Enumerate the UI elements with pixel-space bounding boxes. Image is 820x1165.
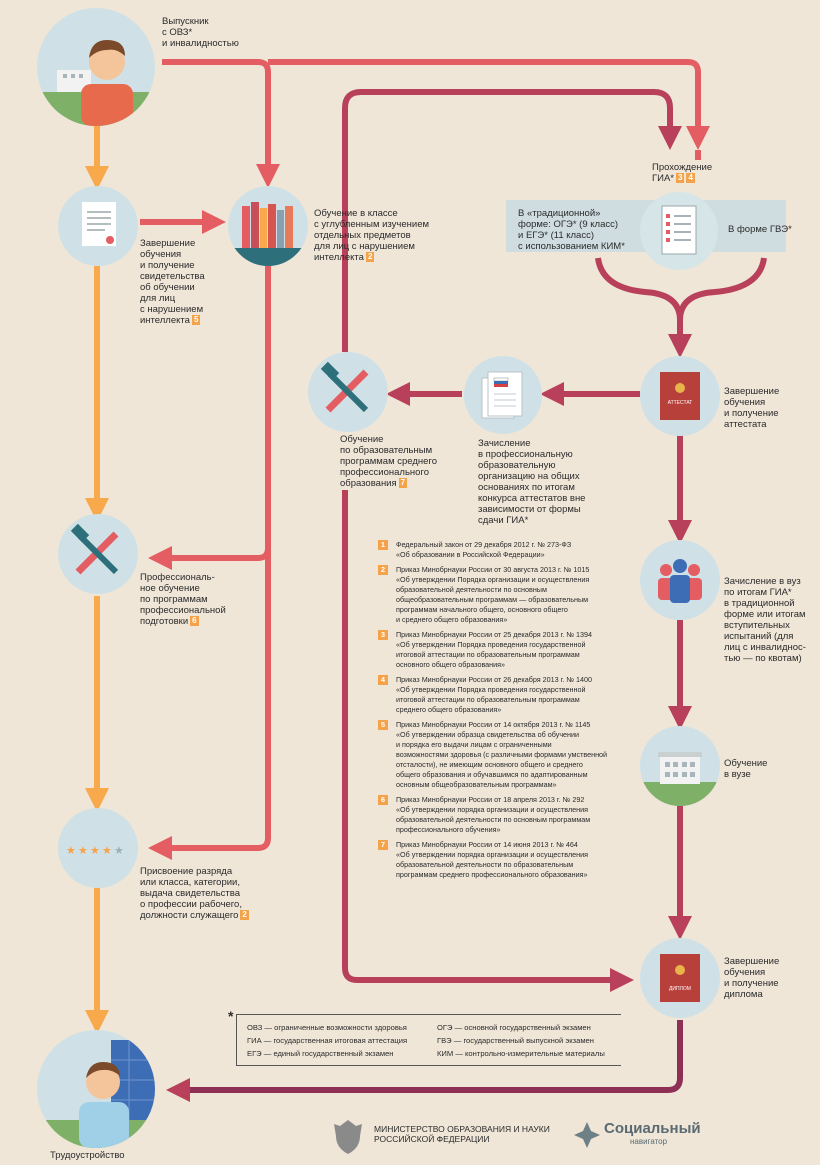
graduate-node <box>37 8 155 126</box>
ref-badge: 6 <box>190 616 199 627</box>
navigator-subtitle: навигатор <box>630 1137 668 1146</box>
spo-node <box>308 352 388 432</box>
coat-of-arms-icon <box>334 1120 362 1154</box>
books-icon <box>228 202 308 266</box>
gia-node <box>640 192 718 270</box>
ref-badge: 5 <box>191 315 201 326</box>
ref-badge: 3 <box>676 173 685 184</box>
abbreviations-legend: ОВЗ — ограниченные возможности здоровья … <box>236 1014 621 1066</box>
arrow-gve-merge <box>677 257 767 321</box>
tools-icon <box>70 523 119 575</box>
university-label: Обучение в вузе <box>724 758 768 780</box>
legend-marker: * <box>228 1008 234 1024</box>
document-icon <box>82 202 116 246</box>
svg-text:★: ★ <box>114 844 124 857</box>
enroll-university-node <box>640 540 720 620</box>
gia-traditional-label: В «традиционной» форме: ОГЭ* (9 класс) и… <box>518 208 625 252</box>
ref-badge: 2 <box>365 252 375 263</box>
prof-training-node <box>58 514 138 594</box>
attestat-word: АТТЕСТАТ <box>668 400 693 406</box>
diploma-word: ДИПЛОМ <box>669 986 691 992</box>
svg-text:★: ★ <box>78 844 88 857</box>
flag-document-icon <box>481 371 523 419</box>
ref-badge: 2 <box>240 910 249 921</box>
group-icon <box>658 559 702 603</box>
arrow-deep-to-qualification <box>148 548 271 860</box>
diploma-node: ДИПЛОМ <box>640 938 720 1018</box>
attestat-node: АТТЕСТАТ <box>640 356 720 436</box>
enroll-university-label: Зачисление в вуз по итогам ГИА* в традиц… <box>724 576 806 664</box>
deep-study-node <box>228 186 308 266</box>
arrow-traditional-merge <box>595 257 683 321</box>
qualification-node: ★★★★★ <box>58 808 138 888</box>
attestat-icon: АТТЕСТАТ <box>660 372 700 420</box>
employment-node <box>37 1030 155 1148</box>
certificate-intellect-node <box>58 186 138 266</box>
navigator-logo-icon <box>574 1122 600 1148</box>
navigator-title: Социальный <box>604 1120 701 1137</box>
legend-left: ОВЗ — ограниченные возможности здоровья … <box>247 1023 408 1058</box>
enroll-college-label: Зачисление в профессиональную образовате… <box>478 438 586 526</box>
person-icon <box>37 40 155 126</box>
spo-label: Обучение по образовательным программам с… <box>340 434 437 489</box>
diploma-icon: ДИПЛОМ <box>660 954 700 1002</box>
employment-label: Трудоустройство <box>50 1150 125 1161</box>
arrow-graduate-to-deep <box>162 59 280 188</box>
arrow-graduate-to-gia <box>268 59 710 150</box>
university-node <box>640 726 720 806</box>
svg-text:★: ★ <box>102 844 112 857</box>
ministry-label: МИНИСТЕРСТВО ОБРАЗОВАНИЯ И НАУКИ РОССИЙС… <box>374 1124 550 1144</box>
svg-text:★: ★ <box>66 844 76 857</box>
diploma-label: Завершение обучения и получение диплома <box>724 956 780 1000</box>
tools-icon <box>320 361 369 413</box>
navigator-logo: Социальный навигатор <box>604 1120 701 1146</box>
deep-study-label: Обучение в классе с углубленным изучение… <box>314 208 430 263</box>
university-icon <box>640 752 720 806</box>
arrow-spo-to-gia <box>342 89 682 352</box>
attestat-label: Завершение обучения и получение аттестат… <box>724 386 780 430</box>
worker-icon <box>37 1040 155 1148</box>
enroll-college-node <box>464 356 542 434</box>
svg-text:★: ★ <box>90 844 100 857</box>
graduate-label: Выпускник с ОВЗ* и инвалидностью <box>162 16 239 49</box>
qualification-label: Присвоение разряда или класса, категории… <box>140 866 249 921</box>
arrow-diploma-to-employment <box>166 1020 683 1102</box>
gia-gve-label: В форме ГВЭ* <box>728 224 792 235</box>
certificate-intellect-label: Завершение обучения и получение свидетел… <box>140 238 205 326</box>
stars-icon: ★★★★★ <box>66 844 124 857</box>
legend-right: ОГЭ — основной государственный экзамен Г… <box>437 1023 605 1058</box>
arrow-spo-to-diploma <box>342 490 634 992</box>
checklist-icon <box>661 205 697 255</box>
ref-badge: 7 <box>398 478 408 489</box>
prof-training-label: Профессиональ- ное обучение по программа… <box>140 572 226 627</box>
ref-badge: 4 <box>686 173 695 184</box>
